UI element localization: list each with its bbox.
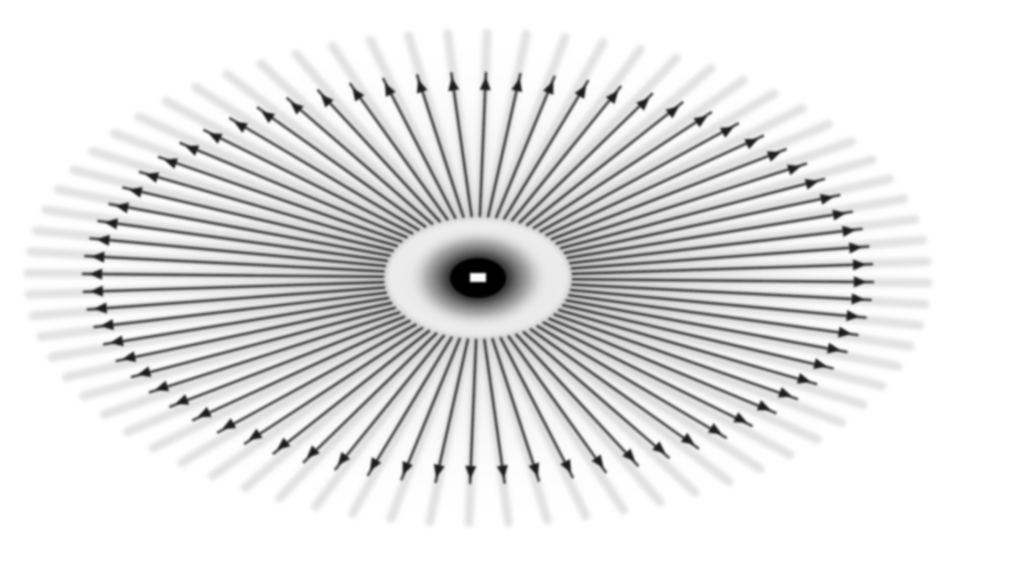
point-source-icon <box>410 230 546 326</box>
